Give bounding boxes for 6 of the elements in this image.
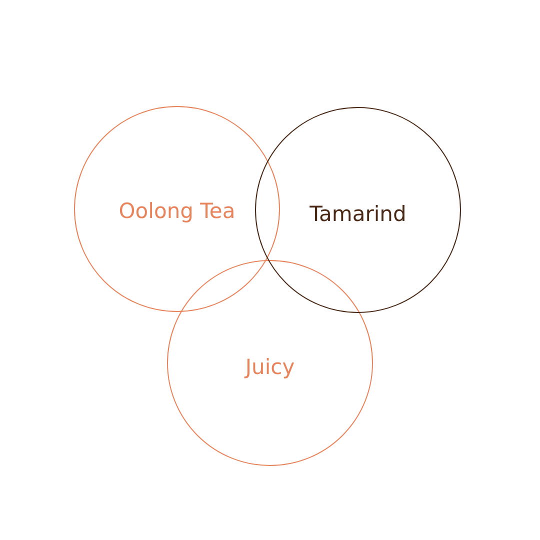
venn-circle	[255, 107, 461, 313]
circle-label: Juicy	[245, 355, 295, 379]
circle-label: Tamarind	[310, 202, 406, 226]
venn-circle	[167, 260, 373, 466]
venn-circle	[74, 106, 280, 312]
circle-label: Oolong Tea	[118, 199, 236, 223]
